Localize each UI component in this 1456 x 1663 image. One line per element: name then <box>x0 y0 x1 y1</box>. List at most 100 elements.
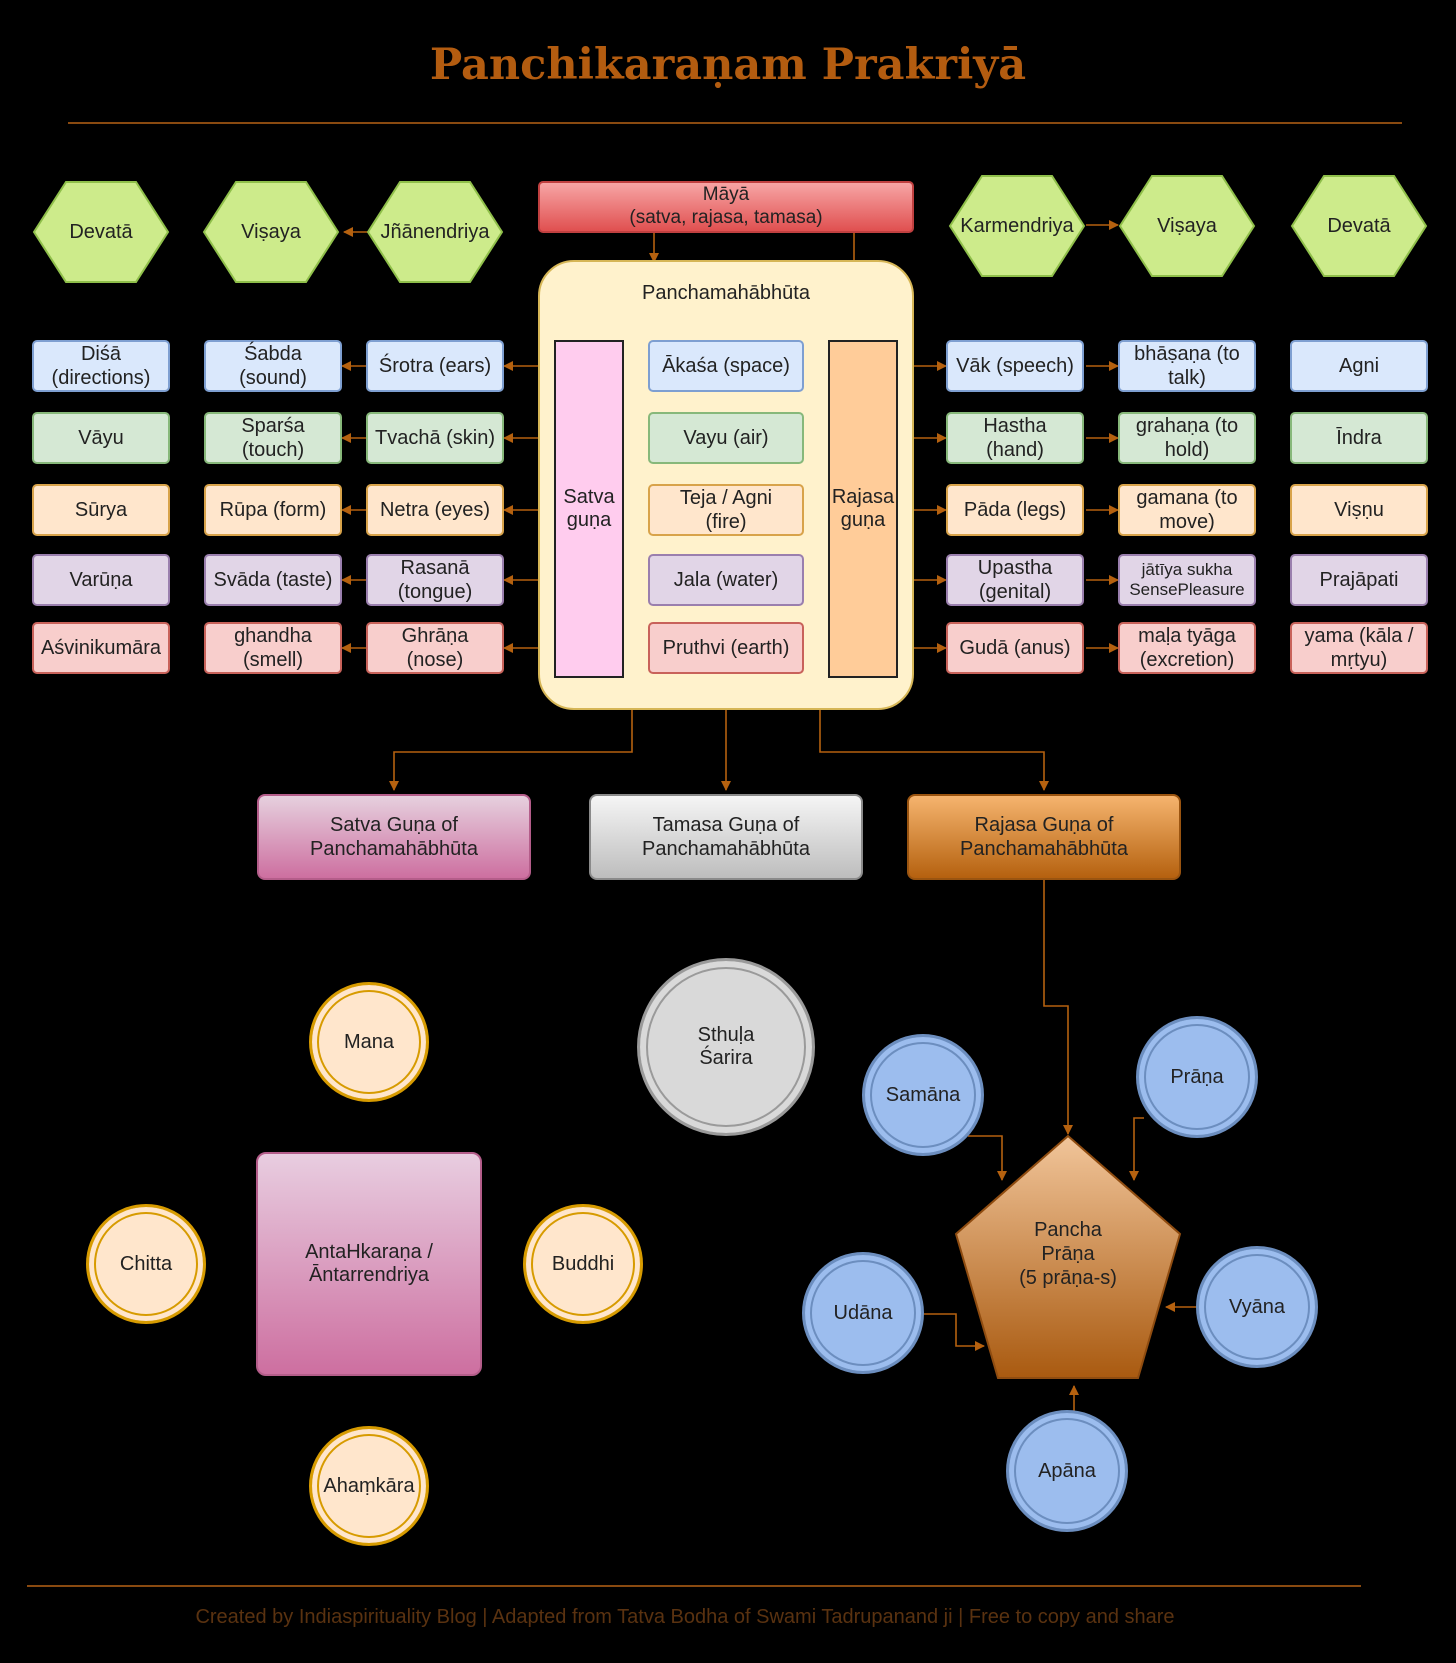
element-box-4: Jala (water) <box>648 554 804 606</box>
element-box-4-line-1: Jala (water) <box>673 569 779 591</box>
devata-right-4-line-1: Prajāpati <box>1319 569 1399 591</box>
pancha-prana-line-3: (5 prāṇa-s) <box>1019 1267 1117 1289</box>
devata-right-5-line-1: yama (kāla / <box>1304 625 1414 647</box>
antahkarana-line-1: AntaHkaraṇa / <box>305 1241 433 1263</box>
element-box-1-line-1: Ākaśa (space) <box>662 355 790 377</box>
hex-karmendriya: Karmendriya <box>948 174 1086 278</box>
devata-right-3-line-1: Viṣṇu <box>1334 499 1384 521</box>
visaya-right-2-line-1: grahaṇa (to <box>1135 415 1239 437</box>
visaya-left-4-line-1: Svāda (taste) <box>213 569 333 591</box>
chitta-circle: Chitta <box>86 1204 206 1324</box>
devata-left-5: Aśvinikumāra <box>32 622 170 674</box>
visaya-right-4-line-2: SensePleasure <box>1129 580 1245 599</box>
jnanendriya-4: Rasanā(tongue) <box>366 554 504 606</box>
panchamahabhuta-label: Panchamahābhūta <box>642 282 810 304</box>
karmendriya-5-line-1: Gudā (anus) <box>959 637 1071 659</box>
devata-right-2-line-1: Īndra <box>1336 427 1382 449</box>
samana-circle: Samāna <box>862 1034 984 1156</box>
visaya-left-3: Rūpa (form) <box>204 484 342 536</box>
jnanendriya-2-line-1: Tvachā (skin) <box>374 427 496 449</box>
jnanendriya-3-line-1: Netra (eyes) <box>379 499 491 521</box>
karmendriya-4: Upastha(genital) <box>946 554 1084 606</box>
devata-left-1-line-2: (directions) <box>51 367 151 389</box>
hex-jnanendriya: Jñānendriya <box>366 180 504 284</box>
jnanendriya-4-line-1: Rasanā <box>400 557 470 579</box>
visaya-left-2: Sparśa(touch) <box>204 412 342 464</box>
satva-guna-product-line-1: Satva Guṇa of <box>330 814 458 836</box>
devata-left-4: Varūṇa <box>32 554 170 606</box>
satva-guna-line-1: Satva <box>563 486 615 508</box>
karmendriya-1-line-1: Vāk (speech) <box>956 355 1074 377</box>
jnanendriya-1-line-1: Śrotra (ears) <box>378 355 492 377</box>
visaya-left-5-line-2: (smell) <box>243 649 303 671</box>
element-box-3-line-2: (fire) <box>705 511 747 533</box>
element-box-3-line-1: Teja / Agni <box>679 487 773 509</box>
jnanendriya-3: Netra (eyes) <box>366 484 504 536</box>
devata-left-3: Sūrya <box>32 484 170 536</box>
karmendriya-1: Vāk (speech) <box>946 340 1084 392</box>
mana-circle: Mana <box>309 982 429 1102</box>
rajasa-guna-product-line-1: Rajasa Guṇa of <box>974 814 1114 836</box>
tamasa-guna-product-line-1: Tamasa Guṇa of <box>652 814 800 836</box>
pancha-prana-line-1: Pancha <box>1034 1219 1102 1241</box>
sthula-line-2: Śarira <box>699 1047 753 1069</box>
jnanendriya-5-line-1: Ghrāṇa <box>401 625 469 647</box>
visaya-left-4: Svāda (taste) <box>204 554 342 606</box>
rajasa-guna-line-1: Rajasa <box>831 486 895 508</box>
visaya-right-3-line-1: gamana (to <box>1136 487 1238 509</box>
devata-left-3-line-1: Sūrya <box>74 499 128 521</box>
antahkarana-line-2: Āntarrendriya <box>308 1264 430 1286</box>
visaya-left-2-line-1: Sparśa <box>241 415 305 437</box>
visaya-left-3-line-1: Rūpa (form) <box>219 499 327 521</box>
visaya-left-5: ghandha(smell) <box>204 622 342 674</box>
visaya-left-2-line-2: (touch) <box>241 439 305 461</box>
devata-left-4-line-1: Varūṇa <box>69 569 133 591</box>
footer-credit: Created by Indiaspirituality Blog | Adap… <box>195 1606 1175 1628</box>
udana-circle: Udāna <box>802 1252 924 1374</box>
element-box-2-line-1: Vayu (air) <box>683 427 769 449</box>
devata-left-2-line-1: Vāyu <box>78 427 124 449</box>
visaya-left-1: Śabda(sound) <box>204 340 342 392</box>
pancha-prana-label: Pancha Prāṇa (5 prāṇa-s) <box>954 1218 1182 1290</box>
hex-label: Devatā <box>69 220 133 243</box>
devata-left-2: Vāyu <box>32 412 170 464</box>
element-box-3: Teja / Agni(fire) <box>648 484 804 536</box>
hex-label: Devatā <box>1327 214 1391 237</box>
arrow-to-rajas-guna <box>819 710 1049 791</box>
arrow-rajas-to-prana <box>1043 880 1073 1135</box>
visaya-right-3-line-2: move) <box>1159 511 1215 533</box>
karmendriya-3-line-1: Pāda (legs) <box>963 499 1067 521</box>
satva-guna-line-2: guṇa <box>566 509 612 531</box>
arrow-to-satva-guna <box>389 710 633 791</box>
ahamkara-circle: Ahaṃkāra <box>309 1426 429 1546</box>
devata-right-1: Agni <box>1290 340 1428 392</box>
visaya-right-5: maḷa tyāga(excretion) <box>1118 622 1256 674</box>
hex-left-visaya: Viṣaya <box>202 180 340 284</box>
karmendriya-3: Pāda (legs) <box>946 484 1084 536</box>
maya-line-2: (satva, rajasa, tamasa) <box>629 207 823 228</box>
visaya-left-1-line-2: (sound) <box>239 367 307 389</box>
pancha-prana-pentagon <box>954 1134 1182 1379</box>
jnanendriya-5: Ghrāṇa(nose) <box>366 622 504 674</box>
devata-right-4: Prajāpati <box>1290 554 1428 606</box>
hex-label: Viṣaya <box>241 220 301 243</box>
footer-divider <box>27 1585 1361 1587</box>
karmendriya-2-line-1: Hastha <box>983 415 1047 437</box>
element-box-2: Vayu (air) <box>648 412 804 464</box>
pancha-prana-line-2: Prāṇa <box>1041 1243 1095 1265</box>
visaya-right-4-line-1: jātīya sukha <box>1141 559 1233 579</box>
devata-right-1-line-1: Agni <box>1338 355 1380 377</box>
title-divider <box>68 122 1402 124</box>
karmendriya-2-line-2: (hand) <box>986 439 1044 461</box>
